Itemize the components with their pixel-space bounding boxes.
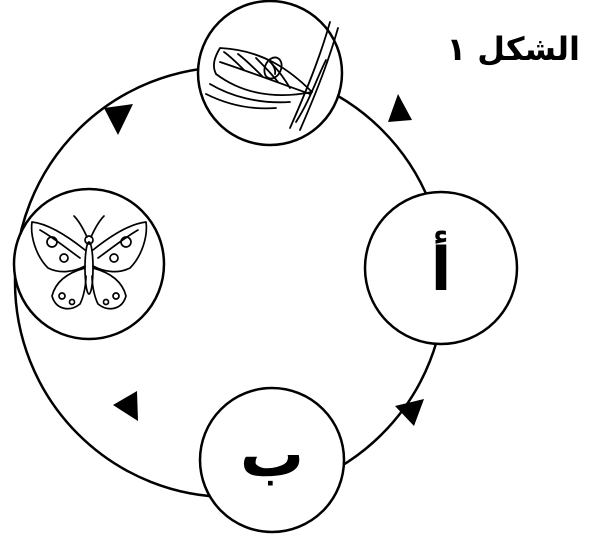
stage-b-node: ب [200,388,344,532]
stage-egg-node [198,1,342,145]
stage-butterfly-node [14,189,164,339]
stage-a-node: أ [365,192,517,344]
stage-a-label: أ [431,230,452,305]
cycle-arrow-top-left [104,104,133,135]
cycle-arrow-top-right [388,94,412,122]
cycle-arrow-bottom-left [113,391,138,421]
stage-b-label: ب [240,418,304,492]
